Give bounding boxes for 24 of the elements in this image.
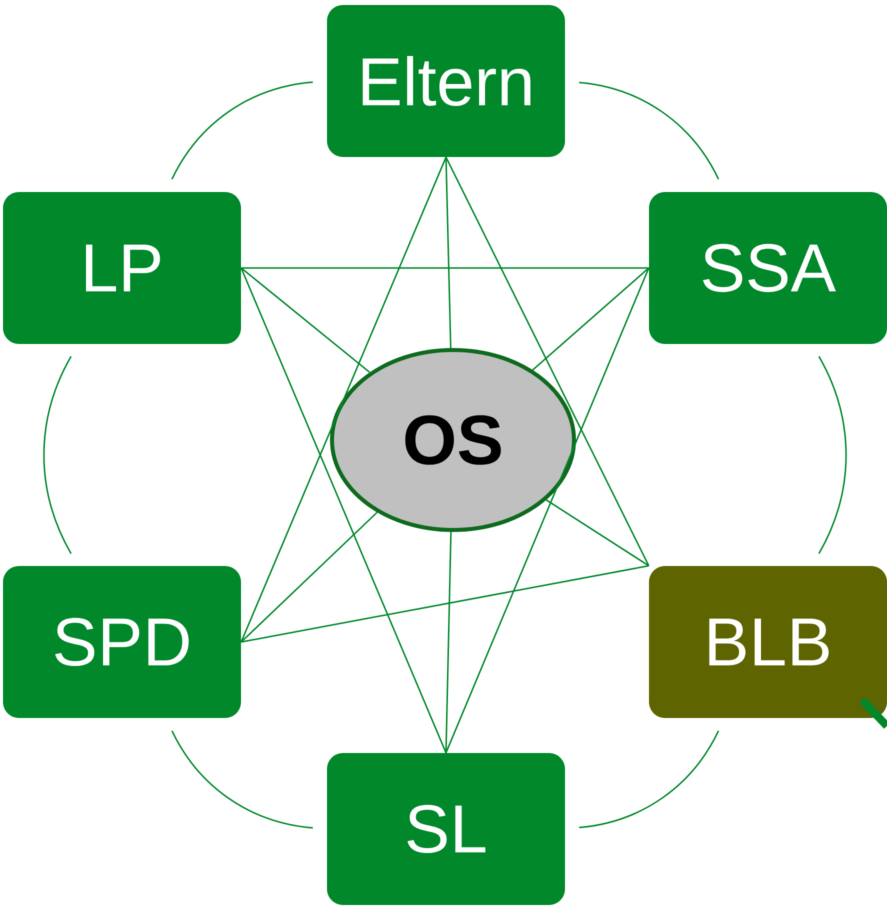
connector-line [240,267,370,373]
role-box: LP [3,192,241,344]
ring-arc [171,81,313,180]
role-box: Eltern [327,5,565,157]
ring-arc [43,356,72,554]
ring-arc [579,730,720,828]
ring-arc [579,82,720,180]
ring-arc [171,730,313,829]
role-box: SPD [3,566,241,718]
connector-line [241,267,649,269]
connector-line [240,268,447,754]
connector-line [240,512,378,643]
role-box: SSA [649,192,887,344]
connector-line [546,499,650,566]
connector-line [445,157,452,348]
connector-line [445,156,650,566]
connector-line [445,532,452,753]
role-box: SL [327,753,565,905]
connector-line [445,268,650,754]
ring-arc [818,356,847,554]
role-box: BLB [649,566,887,718]
connector-line [240,156,447,642]
connector-line [241,565,649,643]
connector-line [532,267,650,371]
